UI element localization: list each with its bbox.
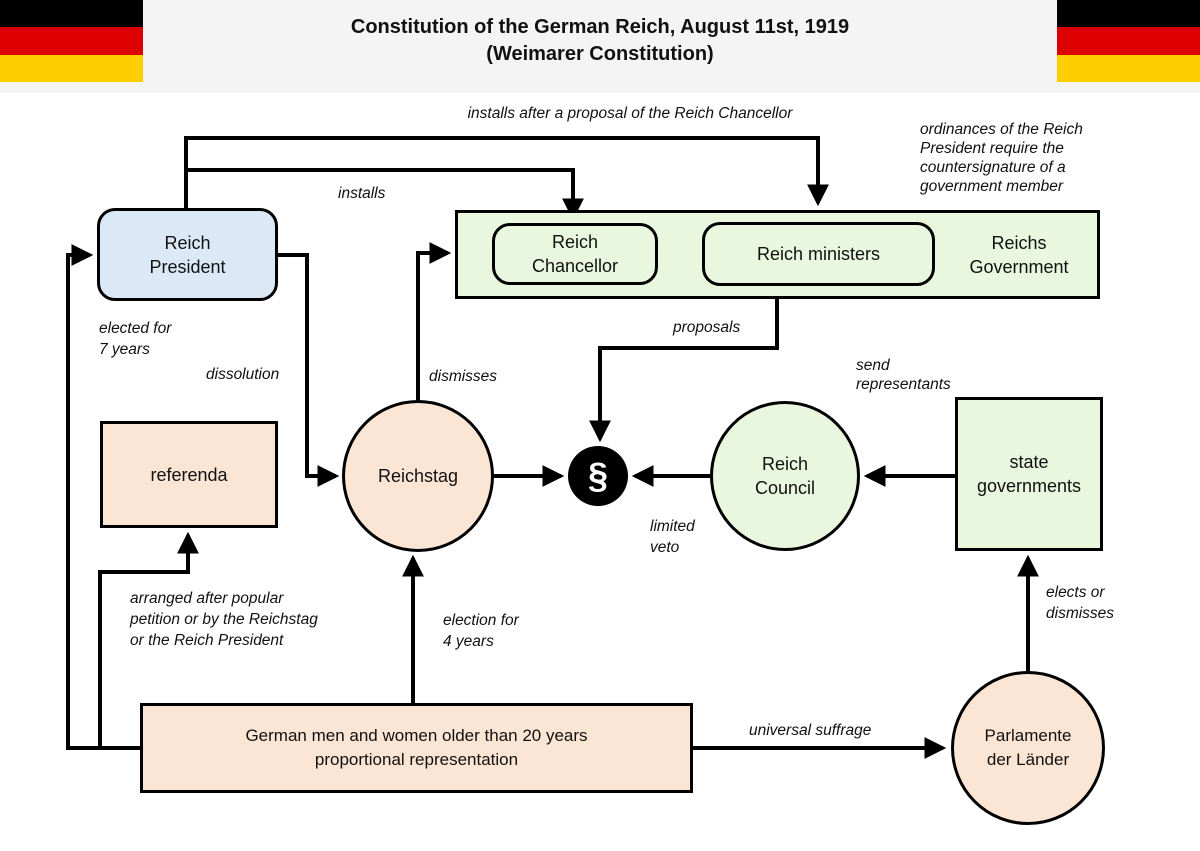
page-title: Constitution of the German Reich, August…: [350, 16, 850, 65]
node-laws-paragraph-sign: §: [568, 446, 628, 506]
edge-label-elects-or-dismisses: elects or dismisses: [1046, 584, 1115, 622]
edge-label-dismisses: dismisses: [429, 368, 498, 385]
node-reich-president: Reich President: [97, 208, 278, 301]
edge-label-universal-suffrage: universal suffrage: [749, 722, 872, 739]
arrow-installs-after-proposal: [184, 136, 829, 208]
arrow-proposals: [589, 299, 779, 443]
node-reichs-government-label: Reichs Government: [969, 233, 1069, 277]
edge-label-election-for: election for 4 years: [443, 612, 519, 650]
node-electorate: German men and women older than 20 years…: [140, 703, 693, 793]
arrow-dismisses: [416, 242, 452, 401]
flag-stripe-black: [1057, 0, 1200, 28]
node-parlamente-der-laender: Parlamente der Länder: [951, 671, 1105, 825]
arrow-electorate-to-referenda: [98, 531, 199, 748]
edge-label-elected-for: elected for 7 years: [99, 320, 172, 358]
arrow-electorate-to-president: [66, 244, 140, 750]
edge-label-installs-after-proposal: installs after a proposal of the Reich C…: [467, 105, 793, 122]
node-reich-chancellor: Reich Chancellor: [492, 223, 658, 285]
node-state-governments: state governments: [955, 397, 1103, 551]
flag-stripe-black: [0, 0, 143, 28]
node-reich-council: Reich Council: [710, 401, 860, 551]
edge-label-limited-veto: limited veto: [650, 518, 695, 556]
node-referenda: referenda: [100, 421, 278, 528]
arrow-installs: [186, 168, 584, 221]
arrow-dissolution: [277, 253, 340, 487]
node-reichstag: Reichstag: [342, 400, 494, 552]
edge-label-installs: installs: [338, 185, 386, 202]
edge-label-arranged: arranged after popular petition or by th…: [130, 590, 318, 649]
edge-label-ordinances: ordinances of the Reich President requir…: [920, 121, 1083, 195]
flag-stripe-gold: [1057, 54, 1200, 82]
edge-label-dissolution: dissolution: [206, 366, 280, 383]
german-flag-right: [1057, 0, 1200, 82]
title-bar: [0, 0, 1200, 93]
flag-stripe-red: [0, 27, 143, 55]
flag-stripe-gold: [0, 54, 143, 82]
node-reich-ministers: Reich ministers: [702, 222, 935, 286]
german-flag-left: [0, 0, 143, 82]
flag-stripe-red: [1057, 27, 1200, 55]
edge-label-send-representants: send representants: [856, 357, 951, 393]
edge-label-proposals: proposals: [673, 319, 741, 336]
